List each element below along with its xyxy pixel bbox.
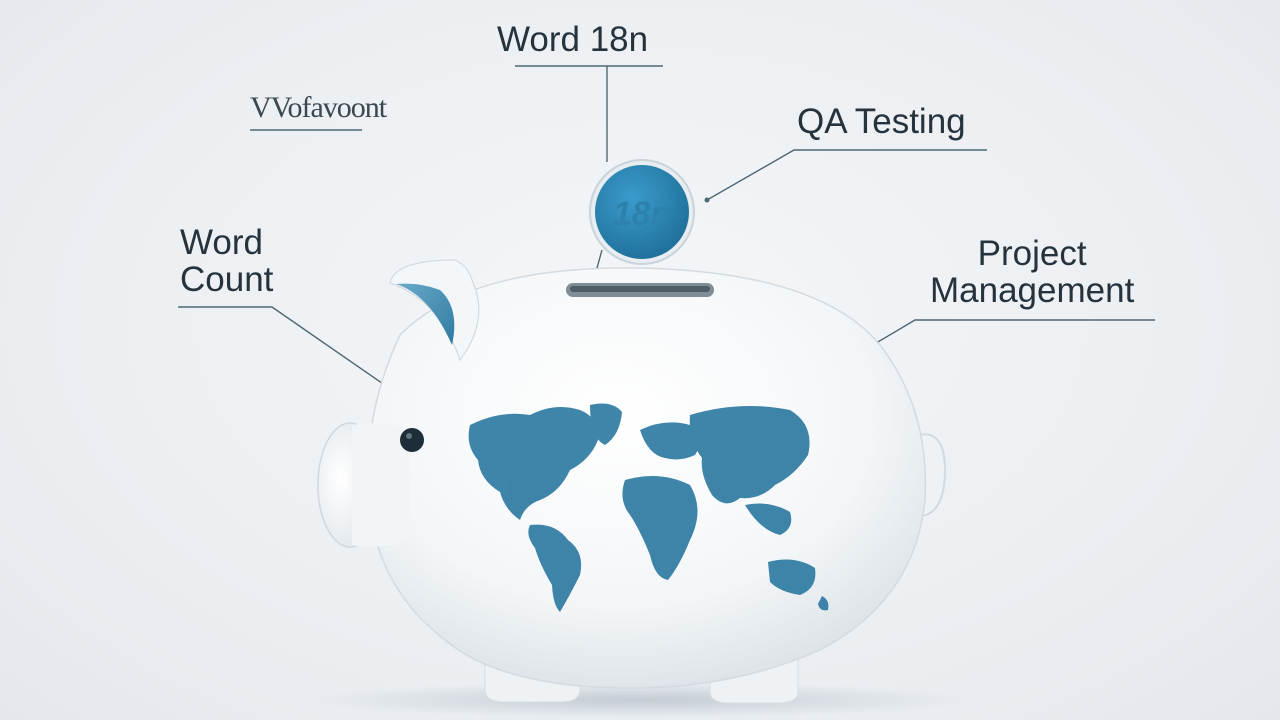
coin — [595, 165, 689, 259]
coin-label: 18n — [613, 195, 672, 233]
map-australia — [768, 559, 816, 595]
map-south-america — [528, 524, 582, 612]
pig-ear-inner — [396, 283, 455, 345]
map-new-zealand — [818, 596, 829, 611]
map-southeast-asia — [745, 503, 792, 535]
leader-word-count — [178, 306, 403, 398]
coin-slot-inner — [570, 286, 710, 292]
label-pm-line1: Project — [977, 234, 1087, 273]
floor-shadow — [310, 682, 970, 718]
leader-dot-qa — [704, 197, 710, 203]
label-garbled-text: VVofavoont — [250, 91, 387, 124]
map-greenland — [590, 403, 622, 445]
map-africa — [622, 476, 698, 580]
map-north-america — [468, 406, 599, 520]
label-qa-testing: QA Testing — [797, 102, 966, 141]
pig-eye-highlight — [406, 433, 412, 439]
label-word-18n: Word 18n — [497, 20, 649, 59]
map-asia — [689, 406, 810, 504]
label-word-count: Word Count — [180, 223, 274, 299]
coin-stem — [596, 249, 603, 269]
pig-snout-neck — [352, 423, 410, 547]
label-pm-line2: Management — [930, 270, 1135, 310]
label-project-management: Project Management — [930, 234, 1135, 310]
world-map — [468, 403, 829, 612]
label-word-count-line2: Count — [180, 259, 274, 299]
pig-eye — [400, 428, 424, 452]
map-europe — [640, 422, 699, 460]
leader-qa — [706, 149, 987, 201]
label-word-count-line1: Word — [180, 223, 263, 262]
